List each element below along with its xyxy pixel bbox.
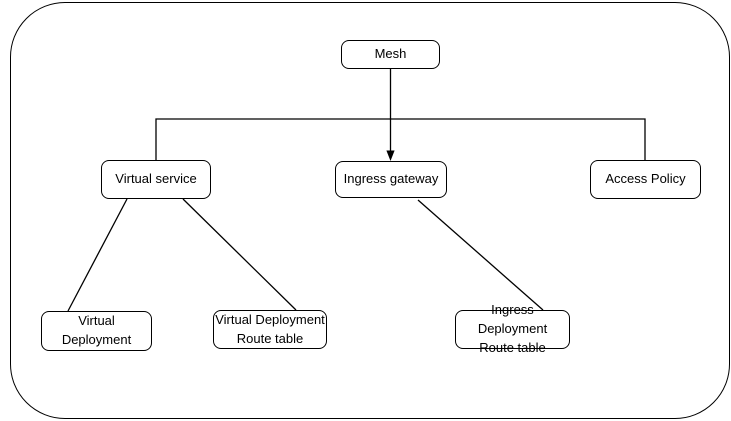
node-virtual-service-label: Virtual service: [115, 171, 197, 187]
node-virtual-deployment-label: Virtual Deployment: [61, 313, 132, 347]
node-ingress-gateway: Ingress gateway: [335, 161, 447, 198]
node-virtual-deployment-route-table: Virtual Deployment Route table: [213, 310, 327, 349]
node-virtual-deployment-route-table-label: Virtual Deployment Route table: [215, 311, 325, 346]
node-virtual-deployment: Virtual Deployment: [41, 311, 152, 351]
node-mesh: Mesh: [341, 40, 440, 69]
node-mesh-label: Mesh: [374, 46, 407, 62]
node-access-policy-label: Access Policy: [605, 171, 686, 187]
diagram-boundary-frame: [10, 2, 730, 419]
node-access-policy: Access Policy: [590, 160, 701, 199]
node-ingress-gateway-label: Ingress gateway: [343, 171, 439, 187]
node-ingress-deployment-route-table-label: Ingress Deployment Route table: [477, 302, 548, 355]
node-ingress-deployment-route-table: Ingress Deployment Route table: [455, 302, 570, 355]
node-virtual-service: Virtual service: [101, 160, 211, 199]
